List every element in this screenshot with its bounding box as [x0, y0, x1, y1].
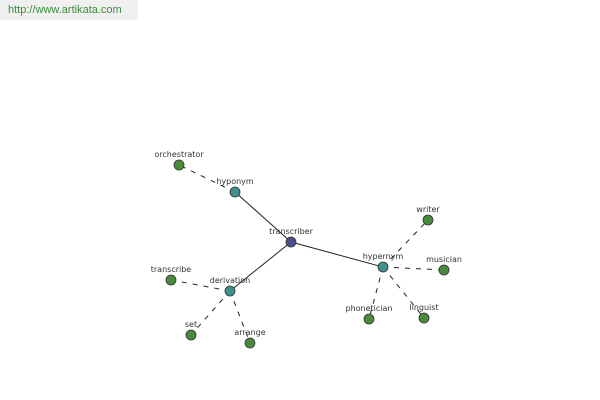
term-node-set-label: set: [185, 320, 197, 329]
term-node-phonetician[interactable]: phonetician: [346, 304, 393, 325]
term-node-linguist-dot[interactable]: [418, 312, 430, 324]
term-node-musician[interactable]: musician: [426, 255, 462, 276]
relation-node-derivation[interactable]: derivation: [210, 276, 250, 297]
term-node-transcribe-label: transcribe: [151, 265, 192, 274]
edge-derivation-set: [190, 290, 231, 336]
relation-node-derivation-dot[interactable]: [224, 285, 236, 297]
term-node-set[interactable]: set: [185, 320, 197, 341]
term-node-phonetician-label: phonetician: [346, 304, 393, 313]
site-url[interactable]: http://www.artikata.com: [0, 0, 138, 20]
center-node-transcriber[interactable]: transcriber: [269, 227, 314, 248]
term-node-orchestrator-label: orchestrator: [154, 150, 204, 159]
relation-node-hyponym-label: hyponym: [216, 177, 254, 186]
term-node-transcribe[interactable]: transcribe: [151, 265, 192, 286]
edge-transcriber-derivation: [229, 241, 292, 292]
relation-node-hypernym-dot[interactable]: [377, 261, 389, 273]
term-node-linguist[interactable]: linguist: [409, 303, 439, 324]
term-node-arrange[interactable]: arrange: [234, 328, 266, 349]
term-node-writer-label: writer: [416, 205, 440, 214]
edge-derivation-arrange: [229, 290, 251, 344]
edge-transcriber-hyponym: [234, 191, 292, 243]
relation-node-hypernym-label: hypernym: [363, 252, 404, 261]
term-node-orchestrator[interactable]: orchestrator: [154, 150, 204, 171]
relation-node-hyponym-dot[interactable]: [229, 186, 241, 198]
edge-transcriber-hypernym: [290, 241, 384, 268]
edge-hypernym-musician: [382, 266, 445, 271]
edge-hypernym-phonetician: [368, 266, 384, 320]
center-node-transcriber-dot[interactable]: [285, 236, 297, 248]
term-node-musician-dot[interactable]: [438, 264, 450, 276]
term-node-transcribe-dot[interactable]: [165, 274, 177, 286]
relation-node-hyponym[interactable]: hyponym: [216, 177, 254, 198]
term-node-orchestrator-dot[interactable]: [173, 159, 185, 171]
term-node-phonetician-dot[interactable]: [363, 313, 375, 325]
term-node-arrange-dot[interactable]: [244, 337, 256, 349]
term-node-linguist-label: linguist: [409, 303, 438, 312]
center-node-transcriber-label: transcriber: [269, 227, 313, 236]
term-node-writer-dot[interactable]: [422, 214, 434, 226]
relation-node-hypernym[interactable]: hypernym: [363, 252, 404, 273]
term-node-writer[interactable]: writer: [416, 205, 440, 226]
relation-node-derivation-label: derivation: [210, 276, 250, 285]
term-node-arrange-label: arrange: [234, 328, 265, 337]
term-node-set-dot[interactable]: [185, 329, 197, 341]
term-node-musician-label: musician: [426, 255, 462, 264]
